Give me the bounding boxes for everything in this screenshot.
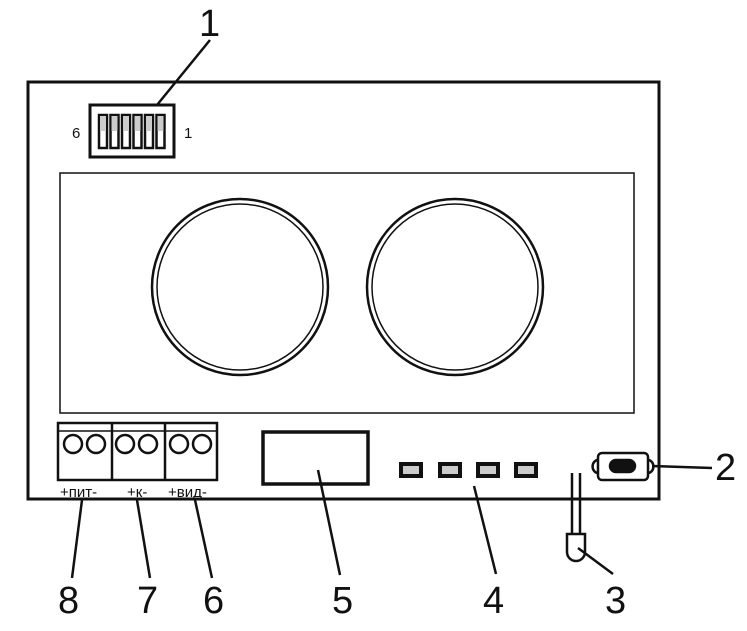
dip-lever-position	[123, 116, 129, 131]
dip-label-right: 1	[184, 125, 192, 142]
led	[438, 462, 462, 478]
leader-5	[316, 469, 342, 576]
led	[514, 462, 538, 478]
dip-lever-position	[111, 116, 118, 131]
callout-6: 6	[203, 580, 224, 622]
callout-1: 1	[199, 3, 220, 45]
callout-3: 3	[605, 580, 626, 622]
leader-2	[651, 464, 713, 470]
terminal-label-k: +к-	[127, 484, 147, 501]
board-outline	[26, 80, 661, 501]
leader-7	[135, 499, 152, 579]
dip-lever-position	[134, 116, 141, 131]
dip-switch	[88, 103, 176, 159]
dip-lever-position	[157, 116, 164, 131]
callout-2: 2	[715, 447, 736, 489]
dip-lever-position	[100, 116, 106, 131]
led-row	[399, 462, 538, 478]
leader-4	[472, 485, 498, 575]
callout-4: 4	[483, 580, 504, 622]
callout-8: 8	[58, 580, 79, 622]
speaker-right	[365, 197, 545, 377]
terminal-block	[56, 421, 219, 482]
callout-7: 7	[137, 580, 158, 622]
callout-5: 5	[332, 580, 353, 622]
dip-lever	[97, 113, 109, 150]
terminal-label-video: +вид-	[168, 484, 207, 501]
speaker-left	[150, 197, 330, 377]
dip-label-left: 6	[72, 125, 80, 142]
display-window	[59, 172, 635, 414]
leader-6	[193, 499, 214, 579]
dip-lever-position	[146, 116, 152, 131]
dip-lever	[120, 113, 132, 150]
sensor	[565, 473, 587, 563]
leader-3	[577, 546, 614, 576]
led	[476, 462, 500, 478]
dip-switch-levers	[97, 113, 166, 150]
dip-lever	[143, 113, 155, 150]
dip-lever	[109, 113, 120, 150]
leader-8	[70, 499, 84, 579]
dip-lever	[155, 113, 166, 150]
led	[399, 462, 423, 478]
leader-1	[156, 39, 211, 106]
indicator-window	[261, 430, 370, 486]
button	[591, 451, 655, 482]
terminal-label-power: +пит-	[60, 484, 97, 501]
dip-lever	[132, 113, 143, 150]
